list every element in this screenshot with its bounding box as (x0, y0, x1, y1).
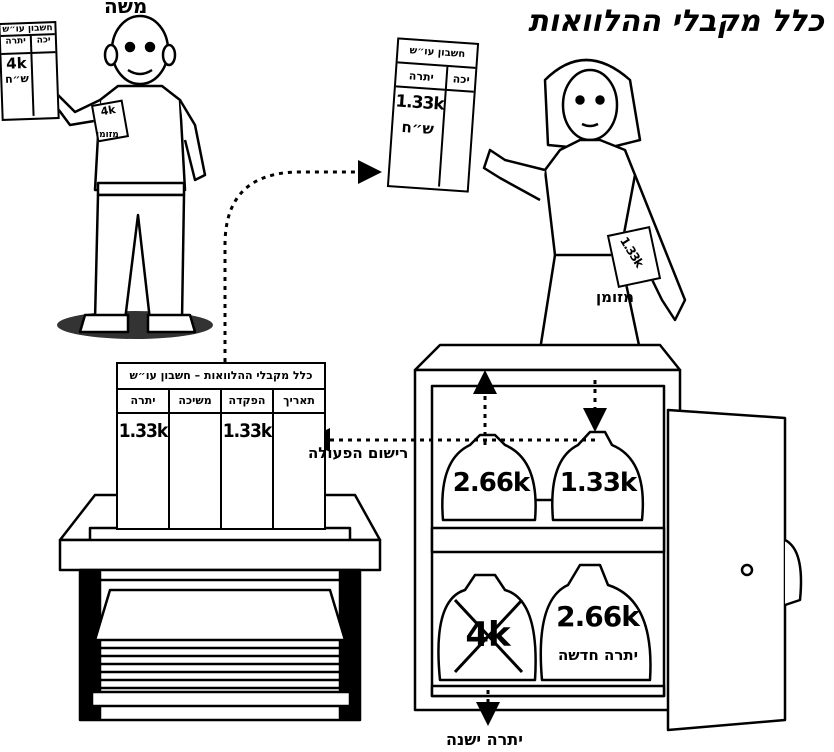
ledger-value-deposit: 1.33k (222, 420, 273, 442)
woman-cash-label: מזומן (596, 288, 635, 306)
ledger-sheet: כלל מקבלי ההלוואות – חשבון עו״ש תאריך הפ… (116, 362, 326, 530)
woman-account-sheet: חשבון עו״ש יכה יתרה 1.33k ש״ח (386, 37, 480, 193)
moshe-cash-label: מזומן (96, 130, 119, 140)
moshe-sheet-col-right: יכה (30, 35, 56, 54)
ledger-col-deposit: הפקדה (222, 390, 272, 414)
bag-top-left (441, 433, 537, 522)
ledger-col-date: תאריך (274, 390, 324, 414)
page-title: כלל מקבלי ההלוואות (528, 4, 824, 39)
ledger-value-balance: 1.33k (118, 420, 169, 442)
moshe-cash-amount: 4k (99, 102, 117, 119)
woman-sheet-col-left: יתרה (395, 63, 447, 91)
bag-top-right-amount: 1.33k (559, 468, 637, 498)
printer-device (58, 493, 382, 722)
bag-top-right (551, 430, 645, 522)
safe-cabinet (413, 343, 803, 732)
old-balance-label: יתרה ישנה (446, 730, 523, 749)
moshe-sheet-amount: 4k (5, 54, 27, 73)
crossed-out-mark (453, 598, 524, 674)
moshe-name-label: משה (104, 0, 148, 18)
bag-bottom-left (437, 573, 537, 682)
moshe-figure (48, 14, 213, 339)
moshe-sheet-currency: ש״ח (4, 72, 30, 86)
ledger-header: כלל מקבלי ההלוואות – חשבון עו״ש (118, 364, 324, 390)
woman-sheet-currency: ש״ח (401, 117, 435, 139)
woman-sheet-amount: 1.33k (394, 91, 445, 115)
bag-bottom-right (539, 563, 652, 682)
new-balance-caption: יתרה חדשה (557, 646, 639, 664)
moshe-account-sheet: חשבון עו״ש יכה יתרה 4k ש״ח (0, 21, 60, 121)
ledger-col-balance: יתרה (118, 390, 168, 414)
ledger-columns: תאריך הפקדה 1.33k משיכה יתרה 1.33k (118, 390, 324, 530)
woman-sheet-col-right: יכה (445, 66, 476, 93)
woman-figure (482, 58, 687, 352)
record-action-label: רישום הפעולה (308, 444, 409, 462)
moshe-sheet-col-left: יתרה (0, 35, 31, 55)
flow-arrows (223, 160, 607, 726)
bag-top-left-amount: 2.66k (452, 468, 530, 498)
woman-cash-amount: 1.33k (617, 234, 647, 270)
bag-bottom-left-amount: 4k (465, 615, 510, 655)
bag-bottom-right-amount: 2.66k (556, 600, 640, 633)
ledger-col-withdrawal: משיכה (170, 390, 220, 414)
